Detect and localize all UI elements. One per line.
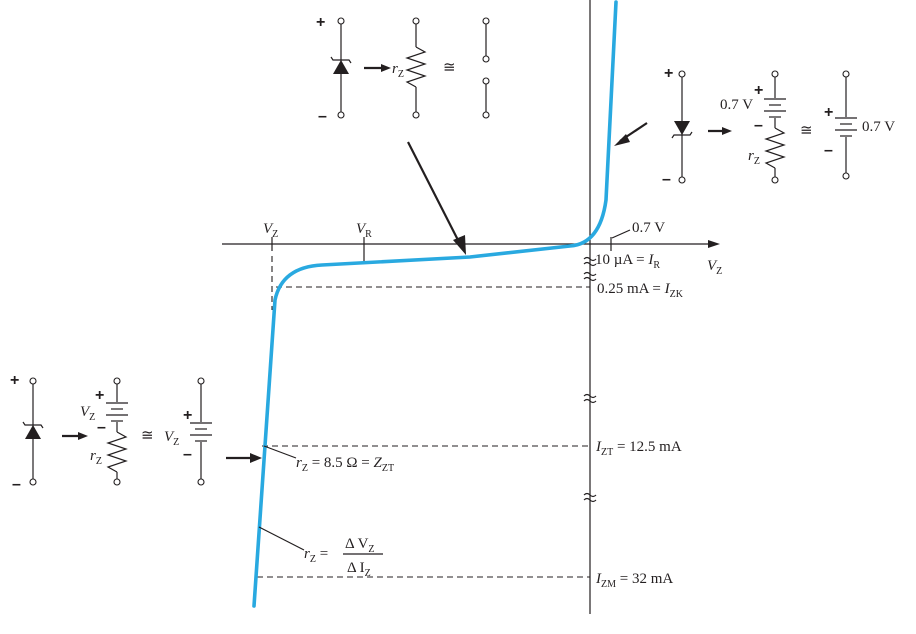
arrow-to-reverse-region	[407, 141, 462, 247]
izm-label: IZM = 32 mA	[595, 571, 673, 590]
vz-label: VZ	[263, 221, 278, 240]
rz-formula-leader	[258, 526, 305, 551]
zener-equiv-battery-plus: +	[95, 387, 104, 404]
zener-region-equivalent: + – + VZ – rZ ≅ + VZ –	[10, 372, 212, 493]
axes: VZ	[222, 0, 722, 614]
forward-equiv-diode-icon	[674, 121, 690, 135]
axis-break-mark-3	[583, 393, 597, 404]
forward-simple-terminal-bottom	[842, 172, 850, 180]
izk-label: 0.25 mA = IZK	[597, 281, 684, 300]
arrow-to-reverse-region-head	[453, 235, 466, 255]
zener-simple-battery-label: VZ	[164, 429, 179, 448]
forward-equiv-arrowhead	[722, 127, 732, 135]
rz-formula-numerator: Δ VZ	[345, 536, 375, 555]
voltage-marks: VZ VR 0.7 V	[263, 220, 665, 264]
forward-equiv-battery-label: 0.7 V	[720, 97, 753, 113]
zener-simple-terminal-bottom	[197, 478, 205, 486]
zener-equiv-plus: +	[10, 372, 19, 389]
rz-value-label: rZ = 8.5 Ω = ZZT	[296, 455, 394, 474]
forward-equiv-plus: +	[664, 65, 673, 82]
reverse-equiv-terminal-top	[337, 17, 345, 25]
zener-simple-battery-minus: –	[183, 446, 192, 463]
reverse-equiv-rz-terminal-top	[412, 17, 420, 25]
axis-break-mark-1	[583, 256, 597, 267]
rz-value-leader	[263, 445, 297, 459]
horizontal-axis-arrowhead	[708, 240, 720, 248]
zener-simple-battery-plus: +	[183, 407, 192, 424]
zener-equiv-rz-label: rZ	[90, 448, 102, 467]
forward-voltage-leader	[611, 229, 631, 239]
forward-equiv-rz-label: rZ	[748, 148, 760, 167]
reverse-equiv-rz-terminal-bottom	[412, 111, 420, 119]
zener-equiv-rz-terminal-top	[113, 377, 121, 385]
horizontal-axis-label: VZ	[707, 258, 722, 277]
reverse-equiv-minus: –	[318, 108, 327, 125]
ir-label: 10 µA = IR	[595, 252, 660, 271]
reverse-equiv-terminal-bottom	[337, 111, 345, 119]
arrow-to-forward-region-head	[614, 134, 630, 146]
forward-equiv-rz-terminal-top	[771, 70, 779, 78]
forward-bias-equivalent: + – + 0.7 V – rZ ≅ + – 0.7 V	[662, 65, 895, 188]
reverse-equiv-open-terminal-2	[482, 55, 490, 63]
reverse-equiv-arrowhead	[381, 64, 391, 72]
forward-equiv-resistor-icon	[764, 127, 786, 169]
axis-break-mark-2	[583, 271, 597, 282]
forward-equiv-terminal-bottom	[678, 176, 686, 184]
zener-equiv-battery-minus: –	[97, 419, 106, 436]
zener-equiv-arrowhead	[78, 432, 88, 440]
zener-equiv-terminal-top	[29, 377, 37, 385]
reverse-bias-equivalent: + – rZ ≅	[316, 14, 490, 125]
reverse-equiv-diode-bar	[330, 56, 352, 64]
reverse-equiv-plus: +	[316, 14, 325, 31]
pointer-arrows	[226, 122, 648, 463]
zener-equiv-diode-bar	[22, 421, 44, 429]
forward-equiv-diode-bar	[671, 131, 693, 139]
izt-label: IZT = 12.5 mA	[595, 439, 682, 458]
zener-equiv-diode-icon	[25, 425, 41, 439]
zener-equiv-rz-terminal-bottom	[113, 478, 121, 486]
forward-simple-battery-plus: +	[824, 104, 833, 121]
resistance-annotations: rZ = 8.5 Ω = ZZT rZ = Δ VZ Δ IZ	[258, 445, 394, 579]
forward-equiv-approx: ≅	[800, 123, 813, 139]
zener-simple-terminal-top	[197, 377, 205, 385]
zener-equiv-approx: ≅	[141, 428, 154, 444]
rz-formula-lhs: rZ =	[304, 546, 328, 565]
zener-equiv-minus: –	[12, 476, 21, 493]
zener-equiv-battery-label: VZ	[80, 404, 95, 423]
zener-equiv-resistor-icon	[106, 431, 128, 473]
forward-equiv-battery-plus: +	[754, 82, 763, 99]
forward-simple-terminal-top	[842, 70, 850, 78]
reverse-equiv-approx: ≅	[443, 60, 456, 76]
forward-equiv-rz-terminal-bottom	[771, 176, 779, 184]
reverse-equiv-open-terminal-4	[482, 111, 490, 119]
forward-equiv-battery-minus: –	[754, 117, 763, 134]
current-levels: 10 µA = IR 0.25 mA = IZK IZT = 12.5 mA I…	[257, 252, 684, 590]
forward-simple-battery-minus: –	[824, 142, 833, 159]
reverse-equiv-resistor-icon	[405, 46, 427, 88]
arrow-to-zener-region-head	[250, 453, 262, 463]
rz-formula-denominator: Δ IZ	[347, 560, 371, 579]
axis-break-mark-4	[583, 492, 597, 503]
reverse-equiv-open-terminal-1	[482, 17, 490, 25]
forward-equiv-minus: –	[662, 171, 671, 188]
reverse-equiv-diode-icon	[333, 60, 349, 74]
zener-characteristic-curve	[252, 0, 618, 608]
zener-equiv-terminal-bottom	[29, 478, 37, 486]
reverse-equiv-open-terminal-3	[482, 77, 490, 85]
forward-voltage-label: 0.7 V	[632, 220, 665, 236]
vr-label: VR	[356, 221, 372, 240]
reverse-equiv-rz-label: rZ	[392, 61, 404, 80]
forward-simple-battery-label: 0.7 V	[862, 119, 895, 135]
axis-break-marks	[583, 256, 597, 503]
forward-equiv-terminal-top	[678, 70, 686, 78]
